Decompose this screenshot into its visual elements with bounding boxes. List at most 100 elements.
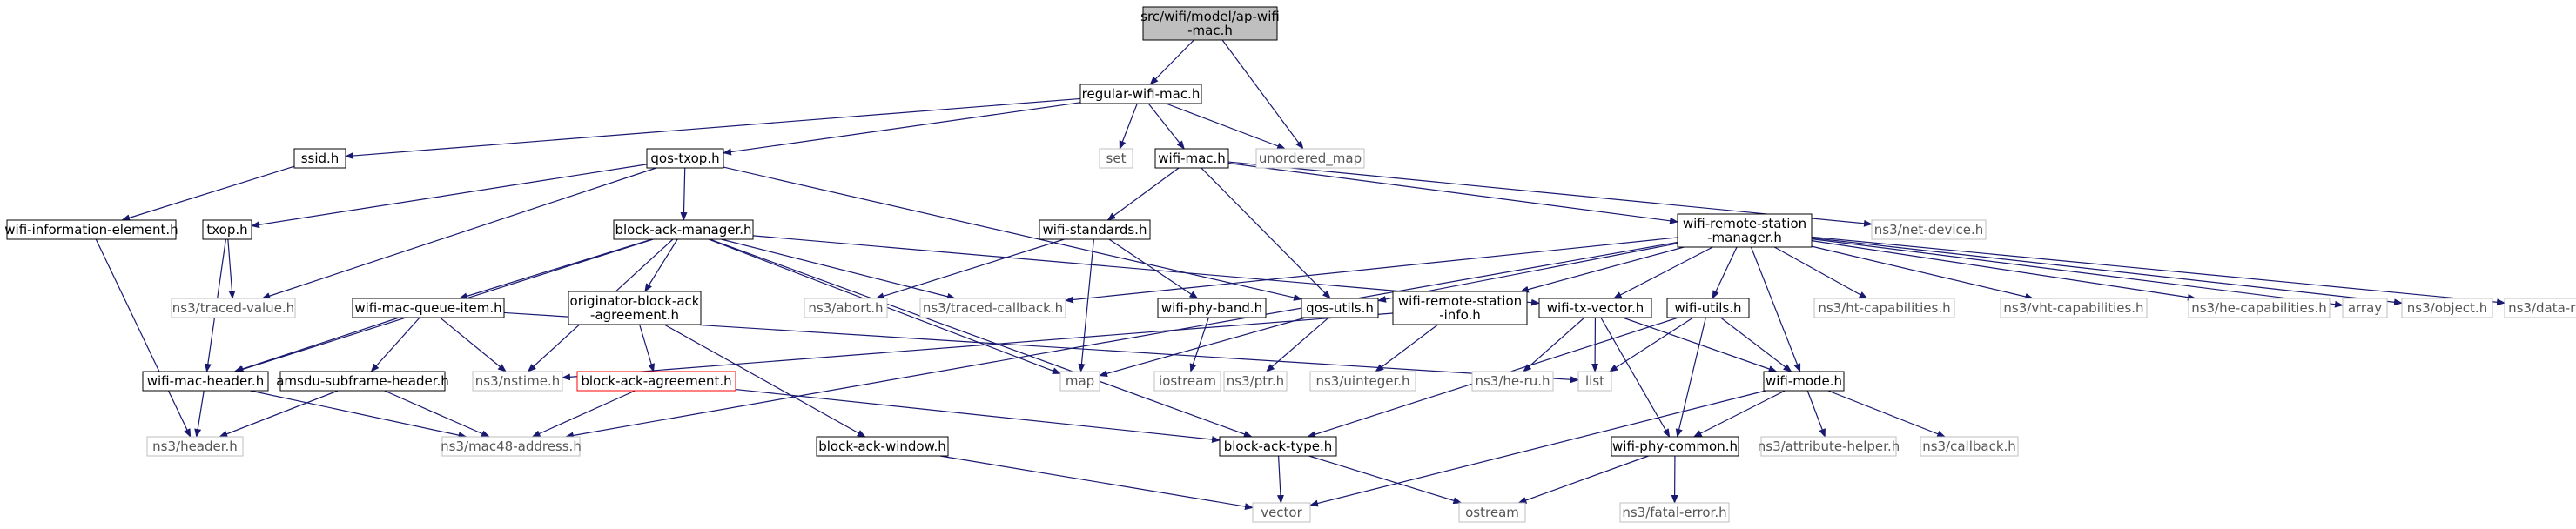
- node-ssid[interactable]: ssid.h: [293, 148, 346, 169]
- node-wifi-utils[interactable]: wifi-utils.h: [1666, 298, 1750, 318]
- node-wifi-mode[interactable]: wifi-mode.h: [1763, 371, 1845, 392]
- node-wifi-mac-queue-item[interactable]: wifi-mac-queue-item.h: [352, 298, 505, 318]
- edge-wifi-remote-station-manager-to-array: [1811, 238, 2344, 308]
- node-label-traced-callback: ns3/traced-callback.h: [923, 300, 1063, 316]
- node-wifi-phy-band[interactable]: wifi-phy-band.h: [1157, 298, 1267, 318]
- node-label-object: ns3/object.h: [2407, 300, 2487, 316]
- node-data-rate: ns3/data-rate.h: [2504, 298, 2576, 318]
- node-label-wifi-mac: wifi-mac.h: [1158, 151, 1226, 166]
- edge-block-ack-agreement-to-mac48-address: [531, 390, 636, 438]
- edge-wifi-standards-to-map: [1078, 238, 1095, 372]
- node-wifi-remote-station-info[interactable]: wifi-remote-station-info.h: [1392, 291, 1528, 325]
- node-label-wifi-mac-header: wifi-mac-header.h: [147, 373, 265, 389]
- edge-block-ack-manager-to-originator-block-ack: [644, 238, 678, 292]
- edge-wifi-mac-queue-item-to-amsdu-subframe-header: [370, 317, 420, 372]
- node-box-ptr: [1223, 371, 1288, 392]
- node-wifi-phy-common[interactable]: wifi-phy-common.h: [1611, 436, 1739, 457]
- node-ostream: ostream: [1458, 502, 1526, 523]
- node-label-data-rate: ns3/data-rate.h: [2508, 300, 2576, 316]
- node-wifi-mac-header[interactable]: wifi-mac-header.h: [142, 371, 269, 392]
- edge-block-ack-window-to-vector: [939, 455, 1254, 511]
- edge-qos-txop-to-txop: [251, 164, 648, 229]
- node-box-list: [1577, 371, 1612, 392]
- edge-qos-utils-to-map: [1099, 317, 1307, 378]
- node-box-vector: [1252, 502, 1311, 523]
- node-wifi-remote-station-manager[interactable]: wifi-remote-station-manager.h: [1677, 213, 1813, 248]
- node-wifi-information-element[interactable]: wifi-information-element.h: [4, 219, 178, 240]
- node-label-header: ns3/header.h: [152, 439, 238, 454]
- node-label-wifi-remote-station-manager-line-1: wifi-remote-station: [1683, 216, 1806, 231]
- edge-wifi-remote-station-manager-to-he-capabilities: [1811, 240, 2196, 301]
- node-fatal-error: ns3/fatal-error.h: [1619, 502, 1730, 523]
- node-label-wifi-information-element: wifi-information-element.h: [4, 222, 178, 238]
- node-box-root: [1142, 6, 1278, 41]
- node-originator-block-ack[interactable]: originator-block-ack-agreement.h: [568, 291, 702, 325]
- edge-wifi-remote-station-manager-to-wifi-tx-vector: [1612, 246, 1713, 299]
- node-traced-callback: ns3/traced-callback.h: [919, 298, 1066, 318]
- node-box-wifi-remote-station-info: [1392, 291, 1528, 325]
- node-set: set: [1099, 148, 1133, 169]
- edge-wifi-standards-to-abort: [875, 238, 1065, 300]
- node-wifi-tx-vector[interactable]: wifi-tx-vector.h: [1538, 298, 1652, 318]
- edge-block-ack-type-to-ostream: [1308, 455, 1463, 505]
- edge-wifi-mac-header-to-mac48-address: [250, 390, 467, 439]
- node-box-amsdu-subframe-header: [279, 371, 446, 392]
- node-box-ostream: [1458, 502, 1526, 523]
- edge-qos-txop-to-block-ack-manager: [680, 167, 688, 221]
- node-box-originator-block-ack: [568, 291, 702, 325]
- node-block-ack-agreement[interactable]: block-ack-agreement.h: [576, 371, 736, 392]
- node-box-nstime: [472, 371, 563, 392]
- node-label-originator-block-ack-line-1: originator-block-ack: [570, 293, 700, 309]
- node-label-originator-block-ack-line-2: -agreement.h: [590, 307, 679, 323]
- node-label-qos-utils: qos-utils.h: [1306, 300, 1374, 316]
- edge-wifi-remote-station-manager-to-vht-capabilities: [1811, 245, 2035, 300]
- node-label-block-ack-manager: block-ack-manager.h: [615, 222, 751, 238]
- edge-wifi-standards-to-wifi-phy-band: [1108, 238, 1199, 299]
- node-qos-utils[interactable]: qos-utils.h: [1301, 298, 1379, 318]
- edge-amsdu-subframe-header-to-header: [219, 390, 339, 438]
- node-label-block-ack-type: block-ack-type.h: [1224, 439, 1333, 454]
- node-box-wifi-standards: [1039, 219, 1151, 240]
- node-label-block-ack-window: block-ack-window.h: [818, 439, 946, 454]
- node-label-regular-wifi-mac: regular-wifi-mac.h: [1082, 86, 1201, 102]
- node-box-block-ack-window: [816, 436, 949, 457]
- edge-wifi-mac-to-qos-utils: [1201, 167, 1331, 299]
- edge-block-ack-manager-to-wifi-mac-queue-item: [458, 238, 653, 300]
- node-wifi-standards[interactable]: wifi-standards.h: [1039, 219, 1151, 240]
- node-label-wifi-phy-common: wifi-phy-common.h: [1612, 439, 1738, 454]
- edge-txop-to-traced-value: [227, 238, 236, 299]
- node-label-wifi-standards: wifi-standards.h: [1043, 222, 1147, 238]
- node-box-wifi-phy-band: [1157, 298, 1267, 318]
- node-box-fatal-error: [1619, 502, 1730, 523]
- node-label-wifi-remote-station-info-line-1: wifi-remote-station: [1398, 293, 1522, 309]
- node-block-ack-type[interactable]: block-ack-type.h: [1219, 436, 1337, 457]
- node-label-vht-capabilities: ns3/vht-capabilities.h: [2003, 300, 2143, 316]
- node-label-amsdu-subframe-header: amsdu-subframe-header.h: [276, 373, 449, 389]
- node-block-ack-manager[interactable]: block-ack-manager.h: [613, 219, 754, 240]
- node-nstime: ns3/nstime.h: [472, 371, 563, 392]
- node-regular-wifi-mac[interactable]: regular-wifi-mac.h: [1079, 84, 1202, 104]
- node-label-wifi-remote-station-manager-line-2: -manager.h: [1707, 230, 1782, 245]
- node-box-uinteger: [1309, 371, 1416, 392]
- node-wifi-mac[interactable]: wifi-mac.h: [1154, 148, 1229, 169]
- edge-regular-wifi-mac-to-set: [1119, 103, 1138, 150]
- node-box-block-ack-manager: [613, 219, 754, 240]
- node-box-unordered-map: [1255, 148, 1365, 169]
- node-root[interactable]: src/wifi/model/ap-wifi-mac.h: [1140, 6, 1280, 41]
- node-txop[interactable]: txop.h: [202, 219, 252, 240]
- node-block-ack-window[interactable]: block-ack-window.h: [816, 436, 949, 457]
- edge-wifi-remote-station-manager-to-mac48-address: [564, 241, 1678, 439]
- node-box-map: [1059, 371, 1100, 392]
- edge-regular-wifi-mac-to-unordered-map: [1166, 103, 1287, 150]
- node-label-ptr: ns3/ptr.h: [1227, 373, 1284, 389]
- edge-qos-txop-to-traced-value: [261, 167, 656, 299]
- node-label-txop: txop.h: [206, 222, 247, 238]
- node-ptr: ns3/ptr.h: [1223, 371, 1288, 392]
- node-ht-capabilities: ns3/ht-capabilities.h: [1813, 298, 1955, 318]
- node-qos-txop[interactable]: qos-txop.h: [646, 148, 724, 169]
- node-box-he-capabilities: [2188, 298, 2331, 318]
- node-amsdu-subframe-header[interactable]: amsdu-subframe-header.h: [276, 371, 449, 392]
- edge-ssid-to-wifi-information-element: [121, 165, 295, 222]
- node-box-data-rate: [2504, 298, 2576, 318]
- node-label-net-device: ns3/net-device.h: [1874, 222, 1984, 238]
